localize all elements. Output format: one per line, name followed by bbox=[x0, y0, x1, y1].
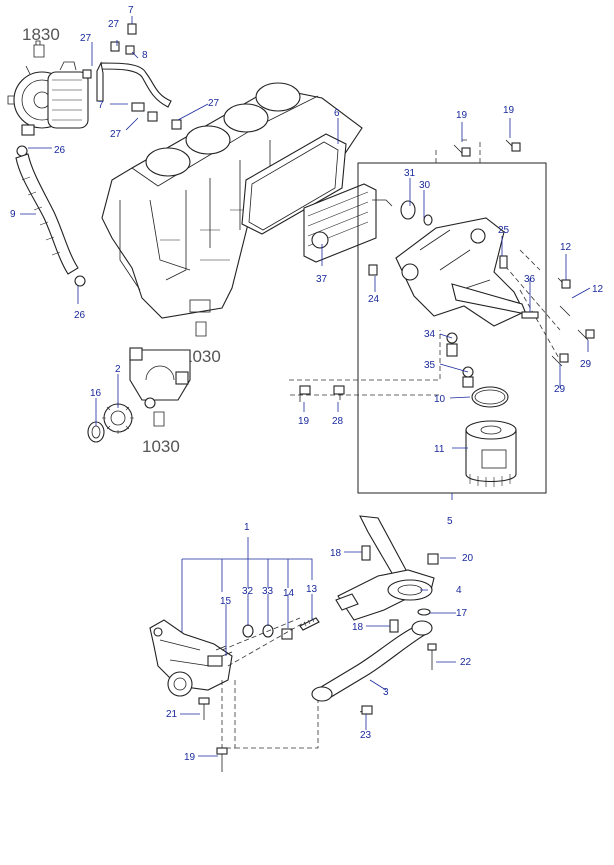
callout-15: 15 bbox=[220, 596, 232, 607]
callout-31: 31 bbox=[404, 168, 416, 179]
callout-29-left: 29 bbox=[554, 384, 566, 395]
callout-10: 10 bbox=[434, 394, 446, 405]
callout-26-top: 26 bbox=[54, 145, 66, 156]
oil-filter-drawing bbox=[465, 420, 517, 487]
bearing-cap-drawing bbox=[129, 347, 191, 401]
callout-23: 23 bbox=[360, 730, 372, 741]
oil-pump-drawing bbox=[149, 619, 233, 697]
callout-34: 34 bbox=[424, 329, 436, 340]
callout-1: 1 bbox=[244, 522, 250, 533]
callout-11: 11 bbox=[434, 444, 445, 455]
callout-20: 20 bbox=[462, 553, 474, 564]
callout-28: 28 bbox=[332, 416, 344, 427]
callout-27-right: 27 bbox=[208, 98, 220, 109]
callout-32: 32 bbox=[242, 586, 254, 597]
oil-strainer-drawing bbox=[335, 515, 439, 633]
callout-12-right: 12 bbox=[592, 284, 604, 295]
ref-pointer-hand-icon bbox=[33, 40, 45, 58]
callout-16: 16 bbox=[90, 388, 102, 399]
callout-8: 8 bbox=[142, 50, 148, 61]
callout-2: 2 bbox=[115, 364, 121, 375]
callout-19-filter-bottom: 19 bbox=[298, 416, 310, 427]
oil-pipe-drawing bbox=[311, 608, 437, 715]
oil-pump-assembly-frame bbox=[181, 537, 313, 640]
callout-18-bottom: 18 bbox=[352, 622, 364, 633]
callout-19-filter-right: 19 bbox=[503, 105, 515, 116]
callout-36: 36 bbox=[524, 274, 536, 285]
callout-27-top: 27 bbox=[108, 19, 120, 30]
callout-27-left: 27 bbox=[80, 33, 92, 44]
pump-bolts-drawing bbox=[198, 697, 228, 772]
callout-37: 37 bbox=[316, 274, 328, 285]
bolts-drawing bbox=[299, 139, 595, 402]
callout-17: 17 bbox=[456, 608, 468, 619]
callout-27-mid: 27 bbox=[110, 129, 122, 140]
callout-25: 25 bbox=[498, 225, 510, 236]
callout-7-top: 7 bbox=[128, 5, 134, 16]
callout-24: 24 bbox=[368, 294, 380, 305]
callout-leader-lines bbox=[20, 16, 591, 757]
ref-1830-label: 1830 bbox=[22, 25, 60, 44]
callout-6: 6 bbox=[334, 108, 340, 119]
callout-3: 3 bbox=[383, 687, 389, 698]
callout-21: 21 bbox=[166, 709, 178, 720]
oil-filter-assembly-frame bbox=[289, 139, 561, 494]
callout-35: 35 bbox=[424, 360, 436, 371]
oil-pump-dash-lines bbox=[221, 617, 319, 749]
callout-22: 22 bbox=[460, 657, 472, 668]
callout-5: 5 bbox=[447, 516, 453, 527]
callout-30: 30 bbox=[419, 180, 431, 191]
callout-13: 13 bbox=[306, 584, 318, 595]
callout-19-filter-left: 19 bbox=[456, 110, 468, 121]
ref-1030-cap-label: 1030 bbox=[142, 437, 180, 456]
callout-7-mid: 7 bbox=[98, 100, 104, 111]
alternator-drawing bbox=[7, 61, 89, 136]
callout-12-top: 12 bbox=[560, 242, 572, 253]
callout-14: 14 bbox=[283, 588, 295, 599]
callout-33: 33 bbox=[262, 586, 274, 597]
breather-hose-drawing bbox=[15, 153, 86, 287]
relief-valve-parts-drawing bbox=[215, 617, 320, 657]
callout-9: 9 bbox=[10, 209, 16, 220]
crank-sprocket-drawing bbox=[87, 397, 156, 443]
filter-small-parts-drawing bbox=[368, 200, 539, 408]
ref-1030-block-label: 1030 bbox=[183, 347, 221, 366]
ref-pointer-hand-icon bbox=[195, 321, 207, 337]
gasket-drawing bbox=[241, 133, 347, 235]
callout-29-right: 29 bbox=[580, 359, 592, 370]
callout-18-top: 18 bbox=[330, 548, 342, 559]
oil-filter-housing-drawing bbox=[395, 217, 527, 327]
callout-26-bottom: 26 bbox=[74, 310, 86, 321]
callout-19-pump: 19 bbox=[184, 752, 196, 763]
oil-pipe-bracket-drawing bbox=[16, 23, 182, 157]
ref-pointer-hand-icon bbox=[153, 411, 165, 427]
cylinder-block-drawing bbox=[101, 82, 363, 319]
callout-4: 4 bbox=[456, 585, 462, 596]
